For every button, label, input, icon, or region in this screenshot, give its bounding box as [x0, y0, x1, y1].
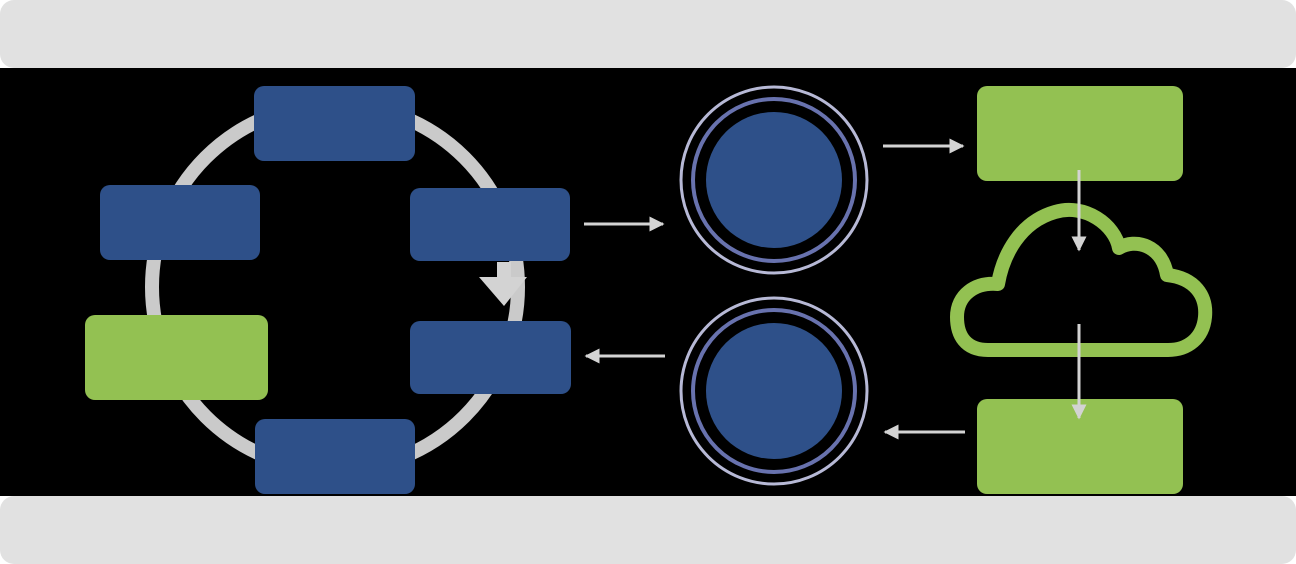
cycle-node-bottom: [255, 419, 415, 494]
cycle-arrow-head: [479, 277, 527, 306]
hub-bottom-halo-outer: [679, 296, 869, 486]
cycle-node-lower-right: [410, 321, 571, 394]
cloud-node-bottom: [977, 399, 1183, 494]
hub-bottom-halo-inner: [691, 308, 857, 474]
cloud-icon: [950, 203, 1213, 357]
cloud-node-top: [977, 86, 1183, 181]
cycle-node-upper-right: [410, 188, 570, 261]
cycle-node-lower-left: [85, 315, 268, 400]
hub-top-halo-outer: [679, 85, 869, 275]
hub-top-core: [706, 112, 842, 248]
cycle-node-top: [254, 86, 415, 161]
hub-top-halo-inner: [691, 97, 857, 263]
hub-bottom-core: [706, 323, 842, 459]
top-band: [0, 0, 1296, 68]
cycle-arrow-shaft: [497, 262, 511, 280]
bottom-band: [0, 496, 1296, 564]
cycle-node-upper-left: [100, 185, 260, 260]
